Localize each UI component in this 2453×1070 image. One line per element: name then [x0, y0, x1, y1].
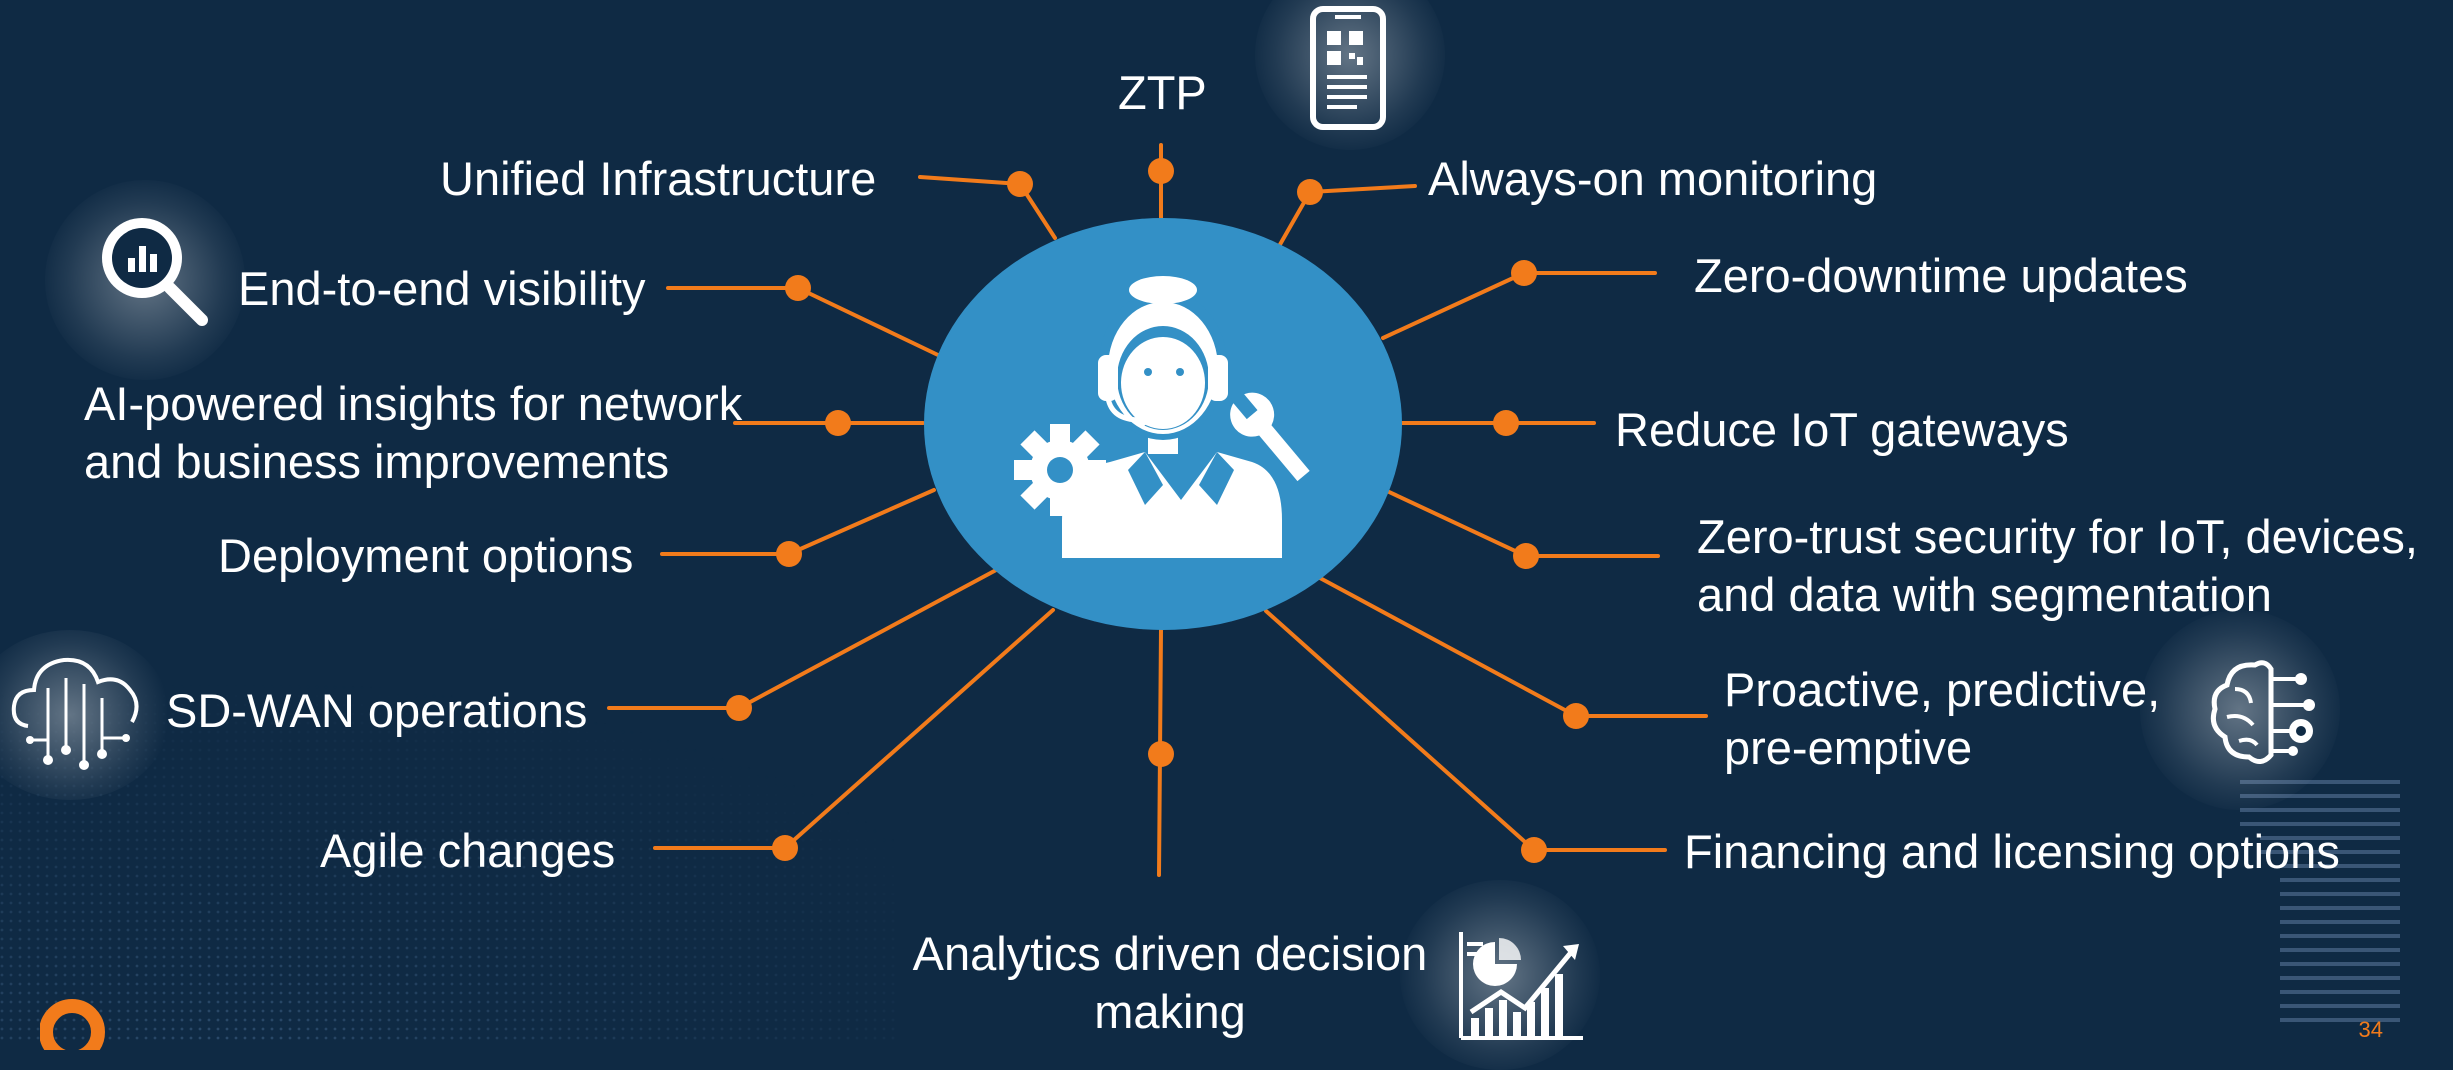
node-end-to-end — [785, 275, 811, 301]
node-zero-downtime — [1511, 260, 1537, 286]
label-ztp: ZTP — [1118, 66, 1207, 119]
node-deployment — [776, 541, 802, 567]
label-ai-insights-line1: AI-powered insights for network — [84, 377, 743, 430]
node-zero-trust — [1513, 543, 1539, 569]
label-zero-trust: Zero-trust security for IoT, devices, an… — [1697, 508, 2418, 624]
label-analytics-line1: Analytics driven decision — [912, 927, 1428, 980]
connector-lines — [607, 143, 1708, 877]
node-proactive — [1563, 703, 1589, 729]
mobile-qr-icon — [1310, 6, 1386, 130]
label-unified-infrastructure: Unified Infrastructure — [440, 152, 877, 205]
label-zero-trust-line1: Zero-trust security for IoT, devices, — [1697, 510, 2418, 563]
node-always-on — [1297, 179, 1323, 205]
label-ai-insights: AI-powered insights for network and busi… — [84, 375, 742, 491]
node-analytics — [1148, 741, 1174, 767]
support-agent-icon — [1014, 276, 1310, 558]
node-ai-insights — [825, 410, 851, 436]
ai-brain-icon — [2210, 660, 2315, 764]
label-zero-downtime-updates: Zero-downtime updates — [1694, 249, 2188, 302]
label-deployment-options: Deployment options — [218, 529, 634, 582]
label-reduce-iot-gateways: Reduce IoT gateways — [1615, 403, 2069, 456]
label-sdwan-operations: SD-WAN operations — [166, 684, 588, 737]
node-sdwan — [726, 695, 752, 721]
label-proactive-line1: Proactive, predictive, — [1724, 663, 2161, 716]
node-ztp — [1148, 158, 1174, 184]
page-number: 34 — [2358, 1017, 2383, 1042]
brand-logo — [40, 999, 105, 1050]
label-zero-trust-line2: and data with segmentation — [1697, 568, 2272, 621]
label-always-on-monitoring: Always-on monitoring — [1428, 152, 1878, 205]
search-analytics-icon — [102, 218, 208, 326]
label-ai-insights-line2: and business improvements — [84, 435, 670, 488]
label-end-to-end-visibility: End-to-end visibility — [238, 262, 646, 315]
cloud-circuit-icon — [11, 657, 139, 770]
node-unified-infrastructure — [1007, 171, 1033, 197]
node-agile — [772, 835, 798, 861]
label-proactive-line2: pre-emptive — [1724, 721, 1973, 774]
label-financing: Financing and licensing options — [1684, 825, 2340, 878]
label-analytics: Analytics driven decision making — [900, 925, 1440, 1041]
node-reduce-iot — [1493, 410, 1519, 436]
label-agile-changes: Agile changes — [320, 824, 616, 877]
node-financing — [1521, 837, 1547, 863]
label-analytics-line2: making — [1094, 985, 1246, 1038]
growth-chart-icon — [1459, 932, 1583, 1040]
label-proactive: Proactive, predictive, pre-emptive — [1724, 661, 2160, 777]
